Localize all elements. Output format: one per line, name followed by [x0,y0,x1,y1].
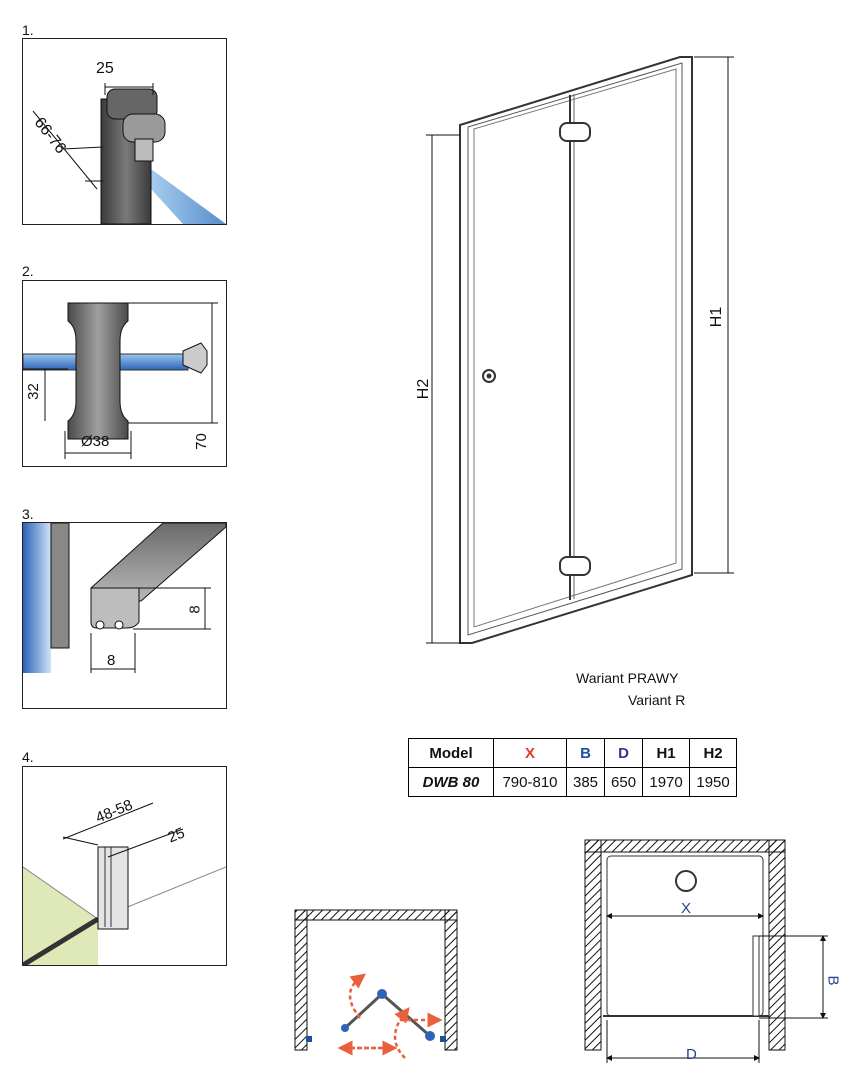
variant-label-pl: Wariant PRAWY [576,670,679,686]
detail-2-dim-diameter: Ø38 [81,433,110,450]
cell-model: DWB 80 [408,767,494,797]
detail-2-drawing [23,302,218,459]
detail-3-dim-height: 8 [186,605,204,614]
door-elevation-drawing [426,56,734,644]
detail-1-dim-width: 25 [96,60,114,77]
cell-d: 650 [604,767,644,797]
detail-4-panel: 48-58 25 [22,766,227,966]
detail-1-panel: 25 66-76 [22,38,227,225]
cell-x: 790-810 [493,767,567,797]
detail-2-number: 2. [22,263,34,279]
top-plan-drawing [584,839,828,1063]
header-h1: H1 [642,738,691,768]
detail-1-number: 1. [22,22,34,38]
detail-3-dim-width: 8 [107,652,116,669]
detail-4-drawing [23,802,226,965]
plan-x-label: X [681,900,692,917]
header-d: D [604,738,644,768]
folding-plan-drawing [294,909,458,1059]
detail-2-dim-height: 32 [24,383,42,400]
detail-3-drawing [23,523,226,673]
spec-table-header-row: Model X B D H1 H2 [408,738,738,768]
plan-d-label: D [686,1046,697,1063]
header-model: Model [408,738,494,768]
detail-3-number: 3. [22,506,34,522]
plan-b-label: B [824,975,842,986]
dim-h2-label: H2 [415,378,433,400]
header-x: X [493,738,567,768]
detail-4-number: 4. [22,749,34,765]
cell-b: 385 [565,767,606,797]
header-h2: H2 [689,738,738,768]
cell-h2: 1950 [689,767,738,797]
detail-3-panel: 8 8 [22,522,227,709]
detail-2-panel: 32 Ø38 70 [22,280,227,467]
variant-label-en: Variant R [628,692,686,708]
header-b: B [565,738,606,768]
cell-h1: 1970 [642,767,691,797]
detail-1-drawing [32,83,226,224]
table-row: DWB 80 790-810 385 650 1970 1950 [408,767,738,797]
detail-2-dim-total: 70 [192,433,210,450]
dim-h1-label: H1 [708,306,726,328]
spec-table: Model X B D H1 H2 DWB 80 790-810 385 650… [408,738,738,797]
